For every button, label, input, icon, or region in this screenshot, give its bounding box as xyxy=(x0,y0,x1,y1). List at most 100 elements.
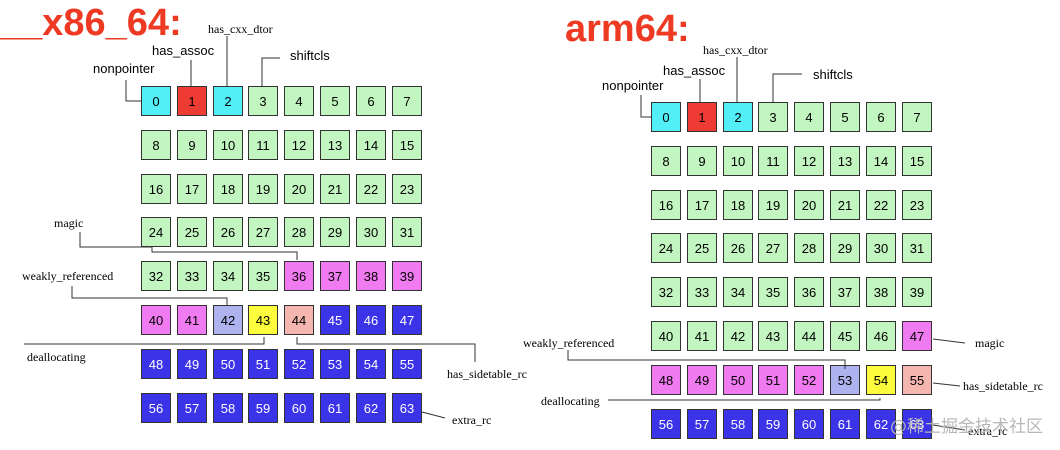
x86-bit-4: 4 xyxy=(284,86,314,116)
arm-bit-17: 17 xyxy=(687,190,717,220)
x86-bit-48: 48 xyxy=(141,349,171,379)
x86-bit-11: 11 xyxy=(248,130,278,160)
x86-bit-63: 63 xyxy=(392,393,422,423)
arm-magic-leader xyxy=(932,338,966,344)
arm-shiftcls-leader xyxy=(772,73,802,102)
arm-bit-59: 59 xyxy=(758,409,788,439)
x86-nonpointer-label: nonpointer xyxy=(93,61,155,76)
x86-bit-58: 58 xyxy=(213,393,243,423)
x86-bit-27: 27 xyxy=(248,217,278,247)
arm-nonpointer-label: nonpointer xyxy=(602,78,664,93)
arm-shiftcls-label: shiftcls xyxy=(813,67,853,82)
arm-bit-36: 36 xyxy=(794,277,824,307)
x86-bit-31: 31 xyxy=(392,217,422,247)
arm-bit-25: 25 xyxy=(687,233,717,263)
x86-weakly-referenced-leader xyxy=(71,286,228,306)
x86-bit-45: 45 xyxy=(320,305,350,335)
x86-bit-41: 41 xyxy=(177,305,207,335)
arm-bit-32: 32 xyxy=(651,277,681,307)
x86-64-title: __x86_64: xyxy=(0,2,182,44)
arm-bit-44: 44 xyxy=(794,321,824,351)
arm-bit-1: 1 xyxy=(687,102,717,132)
x86-bit-23: 23 xyxy=(392,174,422,204)
arm-bit-62: 62 xyxy=(866,409,896,439)
arm-bit-40: 40 xyxy=(651,321,681,351)
arm-weakly-referenced-leader xyxy=(567,350,846,369)
arm-bit-21: 21 xyxy=(830,190,860,220)
x86-bit-57: 57 xyxy=(177,393,207,423)
x86-has-sidetable-rc-leader xyxy=(296,337,476,362)
arm-bit-51: 51 xyxy=(758,365,788,395)
arm-has-assoc-label: has_assoc xyxy=(663,63,726,78)
arm-bit-20: 20 xyxy=(794,190,824,220)
arm-bit-16: 16 xyxy=(651,190,681,220)
x86-bit-28: 28 xyxy=(284,217,314,247)
x86-bit-38: 38 xyxy=(356,261,386,291)
arm-bit-57: 57 xyxy=(687,409,717,439)
arm-bit-43: 43 xyxy=(758,321,788,351)
x86-bit-56: 56 xyxy=(141,393,171,423)
x86-bit-16: 16 xyxy=(141,174,171,204)
arm-bit-52: 52 xyxy=(794,365,824,395)
arm-bit-41: 41 xyxy=(687,321,717,351)
x86-bit-8: 8 xyxy=(141,130,171,160)
arm-bit-11: 11 xyxy=(758,146,788,176)
x86-bit-50: 50 xyxy=(213,349,243,379)
x86-magic-leader xyxy=(79,232,298,260)
x86-bit-33: 33 xyxy=(177,261,207,291)
x86-bit-12: 12 xyxy=(284,130,314,160)
x86-bit-42: 42 xyxy=(213,305,243,335)
x86-shiftcls-label: shiftcls xyxy=(290,48,330,63)
arm-deallocating-label: deallocating xyxy=(541,394,600,408)
arm-bit-3: 3 xyxy=(758,102,788,132)
x86-bit-60: 60 xyxy=(284,393,314,423)
x86-weakly-referenced-label: weakly_referenced xyxy=(22,269,114,283)
x86-bit-3: 3 xyxy=(248,86,278,116)
arm-bit-13: 13 xyxy=(830,146,860,176)
arm-extra-rc-leader xyxy=(932,424,966,431)
x86-deallocating-label: deallocating xyxy=(27,350,86,364)
arm-bit-8: 8 xyxy=(651,146,681,176)
arm-bit-54: 54 xyxy=(866,365,896,395)
x86-bit-22: 22 xyxy=(356,174,386,204)
x86-bit-44: 44 xyxy=(284,305,314,335)
x86-magic-label: magic xyxy=(54,216,84,230)
x86-has-sidetable-rc-label: has_sidetable_rc xyxy=(447,367,527,381)
x86-bit-54: 54 xyxy=(356,349,386,379)
arm-bit-24: 24 xyxy=(651,233,681,263)
x86-bit-7: 7 xyxy=(392,86,422,116)
arm-has-sidetable-rc-leader xyxy=(932,382,961,387)
arm-bit-0: 0 xyxy=(651,102,681,132)
x86-bit-26: 26 xyxy=(213,217,243,247)
arm-deallocating-leader xyxy=(608,398,881,401)
arm-bit-58: 58 xyxy=(723,409,753,439)
x86-nonpointer-leader xyxy=(125,80,141,102)
arm-bit-4: 4 xyxy=(794,102,824,132)
arm-bit-6: 6 xyxy=(866,102,896,132)
arm-bit-49: 49 xyxy=(687,365,717,395)
arm-bit-61: 61 xyxy=(830,409,860,439)
x86-shiftcls-leader xyxy=(261,57,280,86)
x86-bit-59: 59 xyxy=(248,393,278,423)
arm-bit-39: 39 xyxy=(902,277,932,307)
x86-bit-5: 5 xyxy=(320,86,350,116)
x86-bit-62: 62 xyxy=(356,393,386,423)
arm-bit-14: 14 xyxy=(866,146,896,176)
arm-extra-rc-label: extra_rc xyxy=(968,424,1008,438)
x86-bit-9: 9 xyxy=(177,130,207,160)
arm-weakly-referenced-label: weakly_referenced xyxy=(523,336,615,350)
x86-deallocating-leader xyxy=(24,337,265,345)
x86-extra-rc-leader xyxy=(421,411,446,419)
arm-bit-7: 7 xyxy=(902,102,932,132)
arm-bit-9: 9 xyxy=(687,146,717,176)
x86-bit-34: 34 xyxy=(213,261,243,291)
x86-bit-1: 1 xyxy=(177,86,207,116)
x86-bit-14: 14 xyxy=(356,130,386,160)
x86-bit-61: 61 xyxy=(320,393,350,423)
x86-bit-18: 18 xyxy=(213,174,243,204)
arm-magic-label: magic xyxy=(975,336,1005,350)
arm-bit-10: 10 xyxy=(723,146,753,176)
x86-bit-40: 40 xyxy=(141,305,171,335)
x86-bit-37: 37 xyxy=(320,261,350,291)
